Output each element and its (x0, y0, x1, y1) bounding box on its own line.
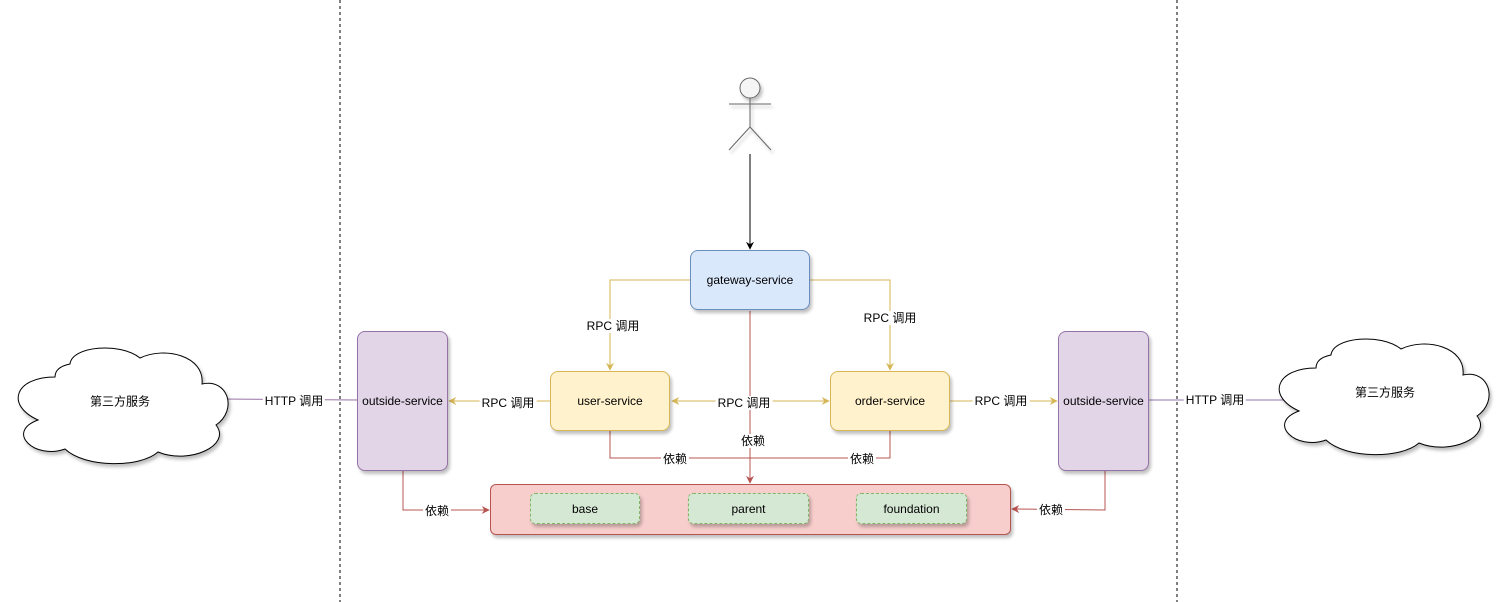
edge-user-common (609, 431, 750, 459)
user-actor-icon (728, 77, 772, 151)
edge-label-rpc-user-outside: RPC 调用 (479, 396, 537, 410)
module-parent[interactable]: parent (688, 493, 809, 524)
edge-outside-left-common (402, 471, 490, 514)
module-base[interactable]: base (530, 493, 640, 524)
outside-service-left-node[interactable]: outside-service (357, 331, 448, 471)
edge-label-dep-outside-left: 依赖 (422, 504, 452, 518)
cloud-left-label: 第三方服务 (89, 394, 151, 409)
cloud-third-party-right (1278, 338, 1490, 456)
outside-service-right-node[interactable]: outside-service (1058, 331, 1149, 471)
module-foundation[interactable]: foundation (856, 493, 967, 524)
cloud-right-label: 第三方服务 (1354, 385, 1416, 400)
edge-label-http-left: HTTP 调用 (262, 394, 326, 408)
order-service-node[interactable]: order-service (830, 371, 950, 431)
edge-label-dep-user: 依赖 (660, 452, 690, 466)
edge-label-dep-order: 依赖 (847, 452, 877, 466)
edge-gateway-order (810, 279, 894, 371)
edge-label-dep-gateway: 依赖 (738, 434, 768, 448)
edge-label-rpc-order: RPC 调用 (861, 311, 919, 325)
cloud-third-party-left (17, 347, 229, 465)
user-service-node[interactable]: user-service (550, 371, 670, 431)
edge-label-rpc-user-order: RPC 调用 (715, 396, 773, 410)
edge-label-dep-outside-right: 依赖 (1036, 503, 1066, 517)
gateway-service-node[interactable]: gateway-service (690, 250, 810, 310)
edge-label-http-right: HTTP 调用 (1183, 393, 1247, 407)
edge-order-common (750, 431, 891, 459)
edge-label-rpc-user: RPC 调用 (584, 319, 642, 333)
edge-label-rpc-order-outside: RPC 调用 (972, 394, 1030, 408)
edge-gateway-user (606, 279, 691, 371)
